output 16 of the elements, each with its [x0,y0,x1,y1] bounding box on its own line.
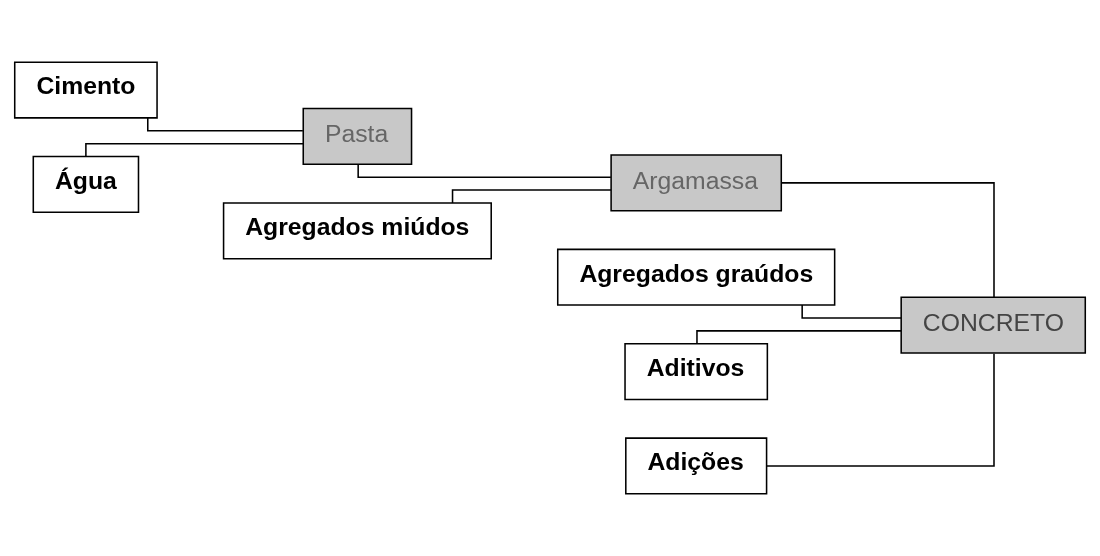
connector [801,304,902,319]
connector [85,142,304,158]
node-box: Agregados miúdos [222,202,492,260]
connector [696,330,902,345]
node-box: Cimento [13,61,158,119]
node-box: Pasta [302,107,413,166]
node-box: Aditivos [624,342,769,401]
node-box: Adições [625,437,768,495]
connector [766,352,995,467]
connector [357,163,612,178]
node-box: Agregados graúdos [556,248,836,306]
connector [451,189,612,204]
node-box: Água [32,155,140,214]
node-box: Argamassa [610,154,783,212]
connector [780,182,995,298]
node-box: CONCRETO [900,296,1087,354]
